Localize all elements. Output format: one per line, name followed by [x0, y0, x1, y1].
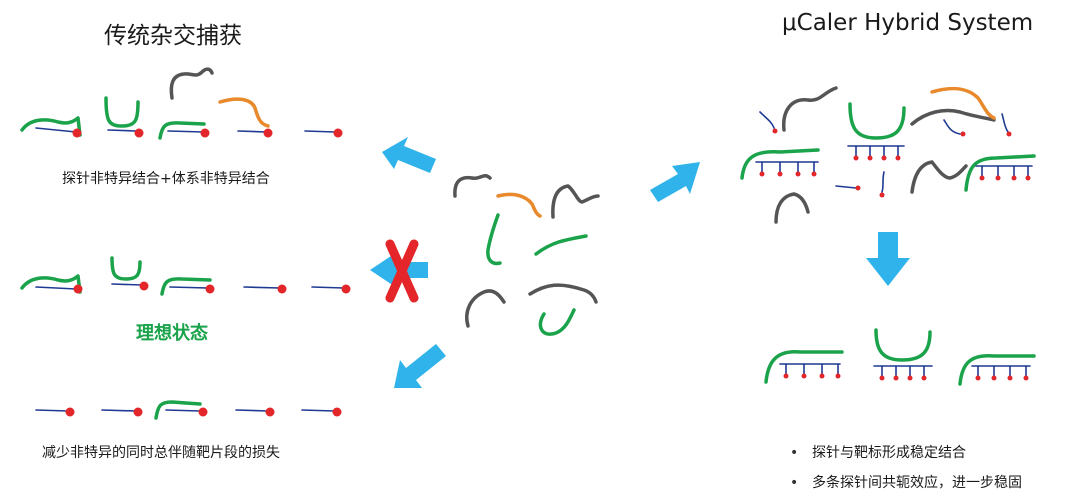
right-panel-bullets: 探针与靶标形成稳定结合 多条探针间共轭效应，进一步稳固	[790, 438, 1022, 498]
right-stable-complexes	[764, 328, 1036, 386]
arrow-icon	[394, 344, 446, 388]
row1-caption: 探针非特异结合+体系非特异结合	[62, 171, 270, 187]
arrow-icon	[866, 232, 910, 286]
arrow-icon	[382, 137, 436, 173]
bullet-item: 探针与靶标形成稳定结合	[790, 438, 1022, 468]
left-panel-title: 传统杂交捕获	[104, 23, 242, 49]
right-mixture	[740, 86, 1036, 224]
left-row3-molecules	[35, 400, 342, 420]
bullet-item: 多条探针间共轭效应，进一步稳固	[790, 468, 1022, 498]
left-row2-molecules	[20, 256, 351, 296]
row3-caption: 减少非特异的同时总伴随靶片段的损失	[42, 445, 280, 461]
cross-icon	[385, 239, 419, 303]
arrow-icon	[650, 162, 700, 202]
left-row1-molecules	[20, 67, 343, 140]
ideal-state-label: 理想状态	[136, 323, 208, 344]
center-sample-mixture	[453, 174, 600, 336]
right-panel-title: μCaler Hybrid System	[782, 10, 1034, 36]
